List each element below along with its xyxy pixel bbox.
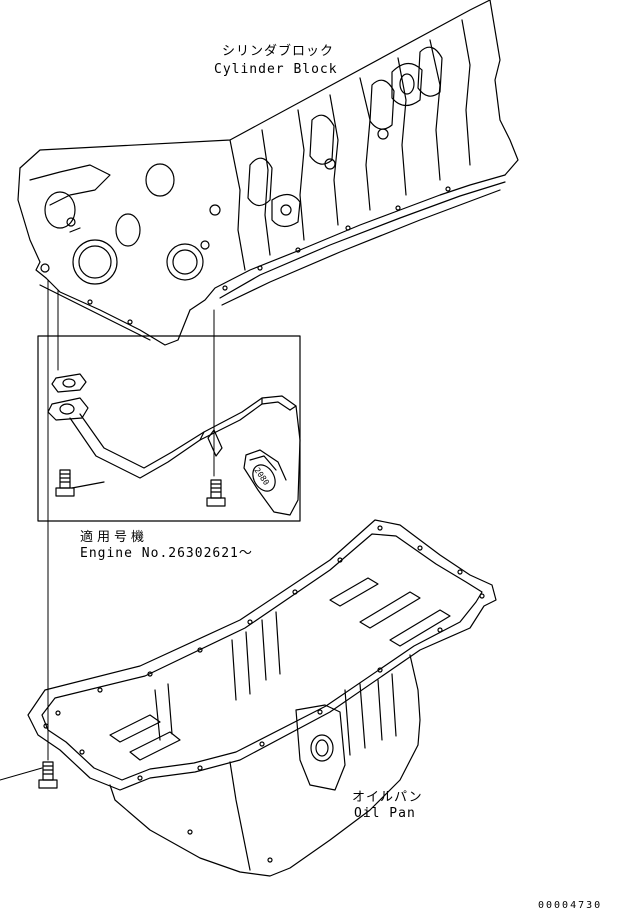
oil-strainer-pipe-drawing <box>47 373 301 516</box>
cylinder-block-drawing <box>17 0 519 346</box>
cylinder-block-label-jp: シリンダブロック <box>222 44 335 59</box>
oil-pan-drawing <box>27 519 497 877</box>
applicable-engine-label-jp: 適用号機 <box>80 530 149 545</box>
cylinder-block-label-en: Cylinder Block <box>214 62 338 77</box>
oil-pan-label-jp: オイルパン <box>352 790 423 805</box>
engine-variant-box <box>37 335 301 522</box>
reference-number: 00004730 <box>538 900 603 911</box>
engine-number-label: Engine No.26302621～ <box>80 546 253 561</box>
oil-pan-label-en: Oil Pan <box>354 806 416 821</box>
assembly-lines <box>0 279 215 781</box>
